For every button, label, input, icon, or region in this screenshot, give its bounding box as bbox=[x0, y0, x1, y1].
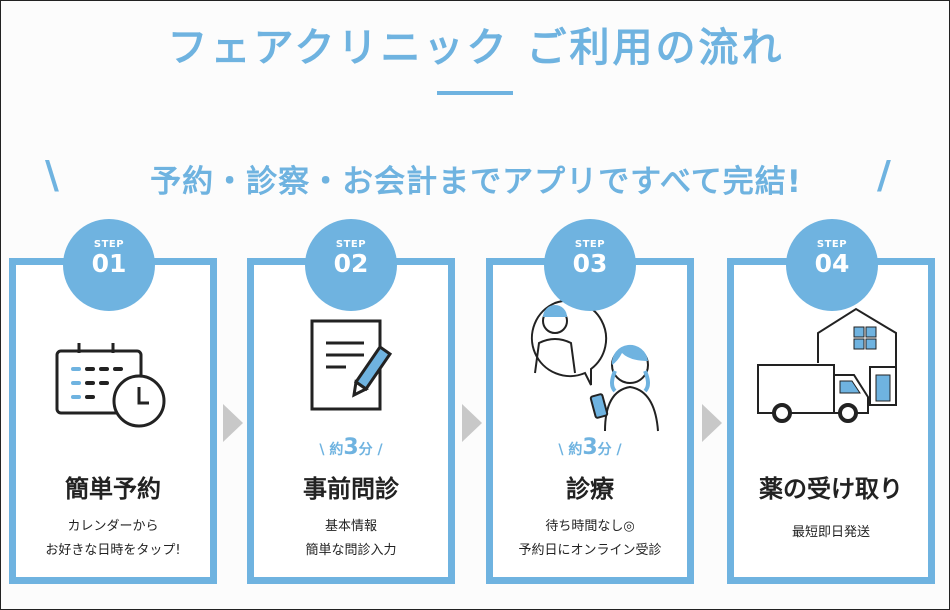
doctor-patient-icon bbox=[530, 299, 659, 432]
description-line: 簡単な問診入力 bbox=[305, 543, 397, 558]
step-label: STEP bbox=[335, 239, 367, 250]
description-line: 予約日にオンライン受診 bbox=[518, 543, 662, 558]
step-label: STEP bbox=[816, 239, 848, 250]
step-title: 簡単予約 bbox=[65, 475, 161, 503]
description-line: 最短即日発送 bbox=[791, 525, 870, 540]
truck-house-icon bbox=[757, 307, 897, 423]
step-card-1: 簡単予約 カレンダーから お好きな日時をタップ! bbox=[9, 258, 217, 584]
page-title: フェアクリニック ご利用の流れ bbox=[167, 25, 785, 71]
description-line: お好きな日時をタップ! bbox=[45, 543, 181, 558]
step-number: 04 bbox=[814, 249, 850, 278]
description-line: 待ち時間なし◎ bbox=[545, 519, 635, 534]
calendar-clock-icon bbox=[55, 343, 166, 428]
description-line: カレンダーから bbox=[67, 519, 159, 534]
title-underline bbox=[437, 91, 513, 95]
step-description: 基本情報 簡単な問診入力 bbox=[254, 515, 448, 563]
step-card-3: \ 約3分 / 診療 待ち時間なし◎ 予約日にオンライン受診 bbox=[486, 258, 694, 584]
step-label: STEP bbox=[93, 239, 125, 250]
step-description: 待ち時間なし◎ 予約日にオンライン受診 bbox=[493, 515, 687, 563]
step-badge-1: STEP 01 bbox=[63, 219, 155, 311]
step-number: 02 bbox=[333, 249, 369, 278]
subtitle: 予約・診察・お会計までアプリですべて完結! bbox=[150, 164, 802, 200]
step-number: 03 bbox=[572, 249, 608, 278]
step-title: 事前問診 bbox=[303, 475, 399, 503]
subtitle-slash-left: \ bbox=[45, 153, 59, 197]
step-title: 薬の受け取り bbox=[759, 475, 903, 503]
step-label: STEP bbox=[574, 239, 606, 250]
duration-label: \ 約3分 / bbox=[319, 435, 383, 460]
step-number: 01 bbox=[91, 249, 127, 278]
step-description: 最短即日発送 bbox=[734, 521, 928, 545]
step-card-4: 薬の受け取り 最短即日発送 bbox=[727, 258, 935, 584]
arrow-right-icon bbox=[462, 404, 482, 442]
step-title: 診療 bbox=[566, 475, 614, 503]
step-badge-2: STEP 02 bbox=[305, 219, 397, 311]
arrow-right-icon bbox=[223, 404, 243, 442]
step-description: カレンダーから お好きな日時をタップ! bbox=[16, 515, 210, 563]
step-badge-4: STEP 04 bbox=[786, 219, 878, 311]
document-pencil-icon bbox=[310, 319, 393, 411]
description-line: 基本情報 bbox=[324, 519, 377, 534]
arrow-right-icon bbox=[702, 404, 722, 442]
subtitle-slash-right: / bbox=[877, 153, 891, 197]
step-card-2: \ 約3分 / 事前問診 基本情報 簡単な問診入力 bbox=[247, 258, 455, 584]
step-badge-3: STEP 03 bbox=[544, 219, 636, 311]
duration-label: \ 約3分 / bbox=[558, 435, 622, 460]
